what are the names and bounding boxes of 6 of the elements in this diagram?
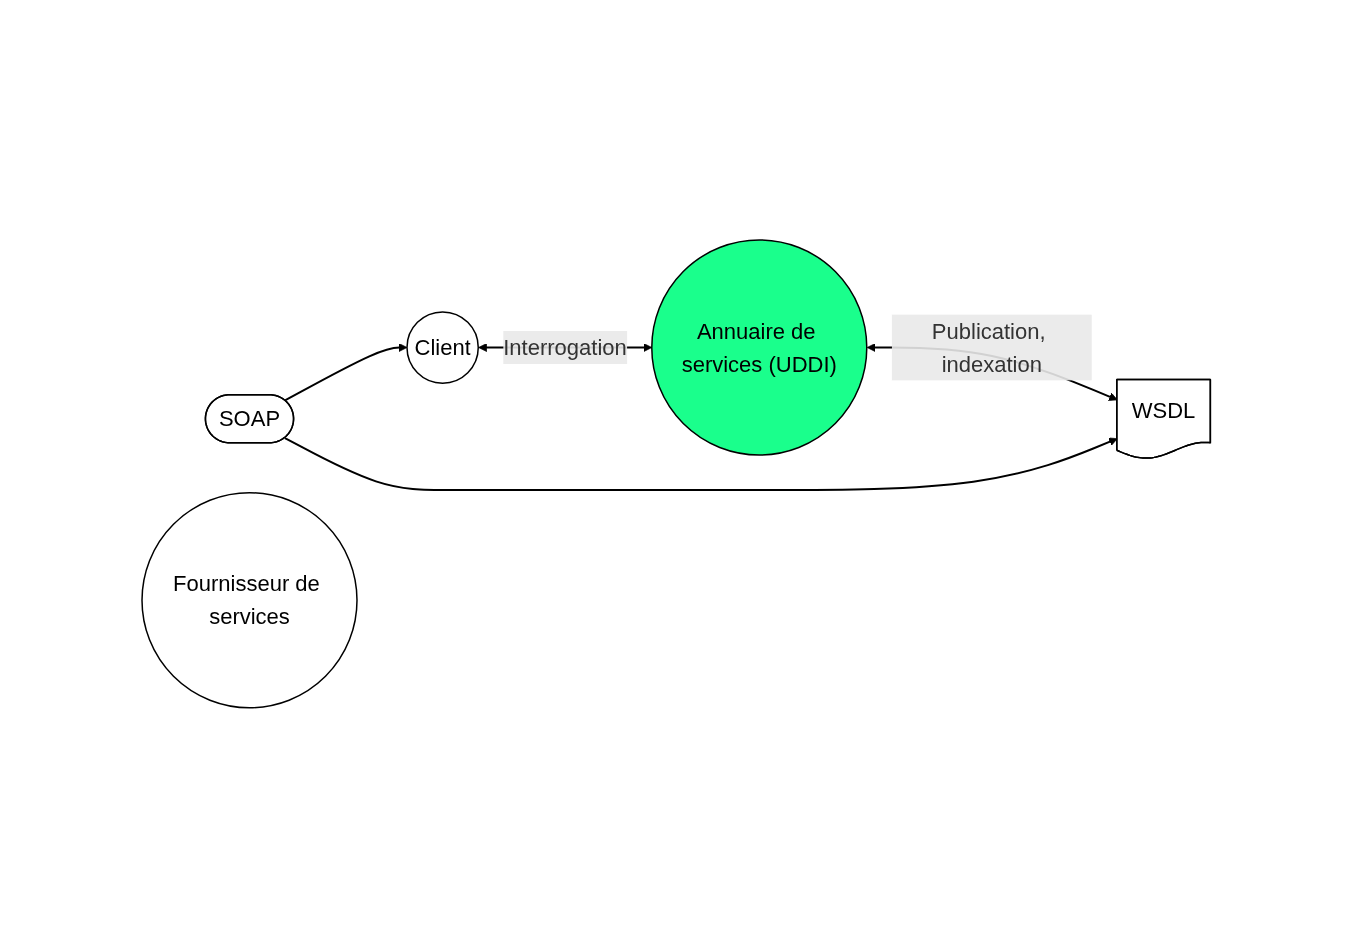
edge-label: Publication, indexation bbox=[931, 318, 1046, 377]
node-circle: Annuaire de services (UDDI) bbox=[650, 238, 868, 456]
node-circle: Fournisseur de services bbox=[141, 491, 358, 709]
node-circle: Client bbox=[406, 310, 479, 384]
arrow bbox=[283, 436, 1118, 491]
edge-label: Interrogation bbox=[503, 334, 627, 360]
